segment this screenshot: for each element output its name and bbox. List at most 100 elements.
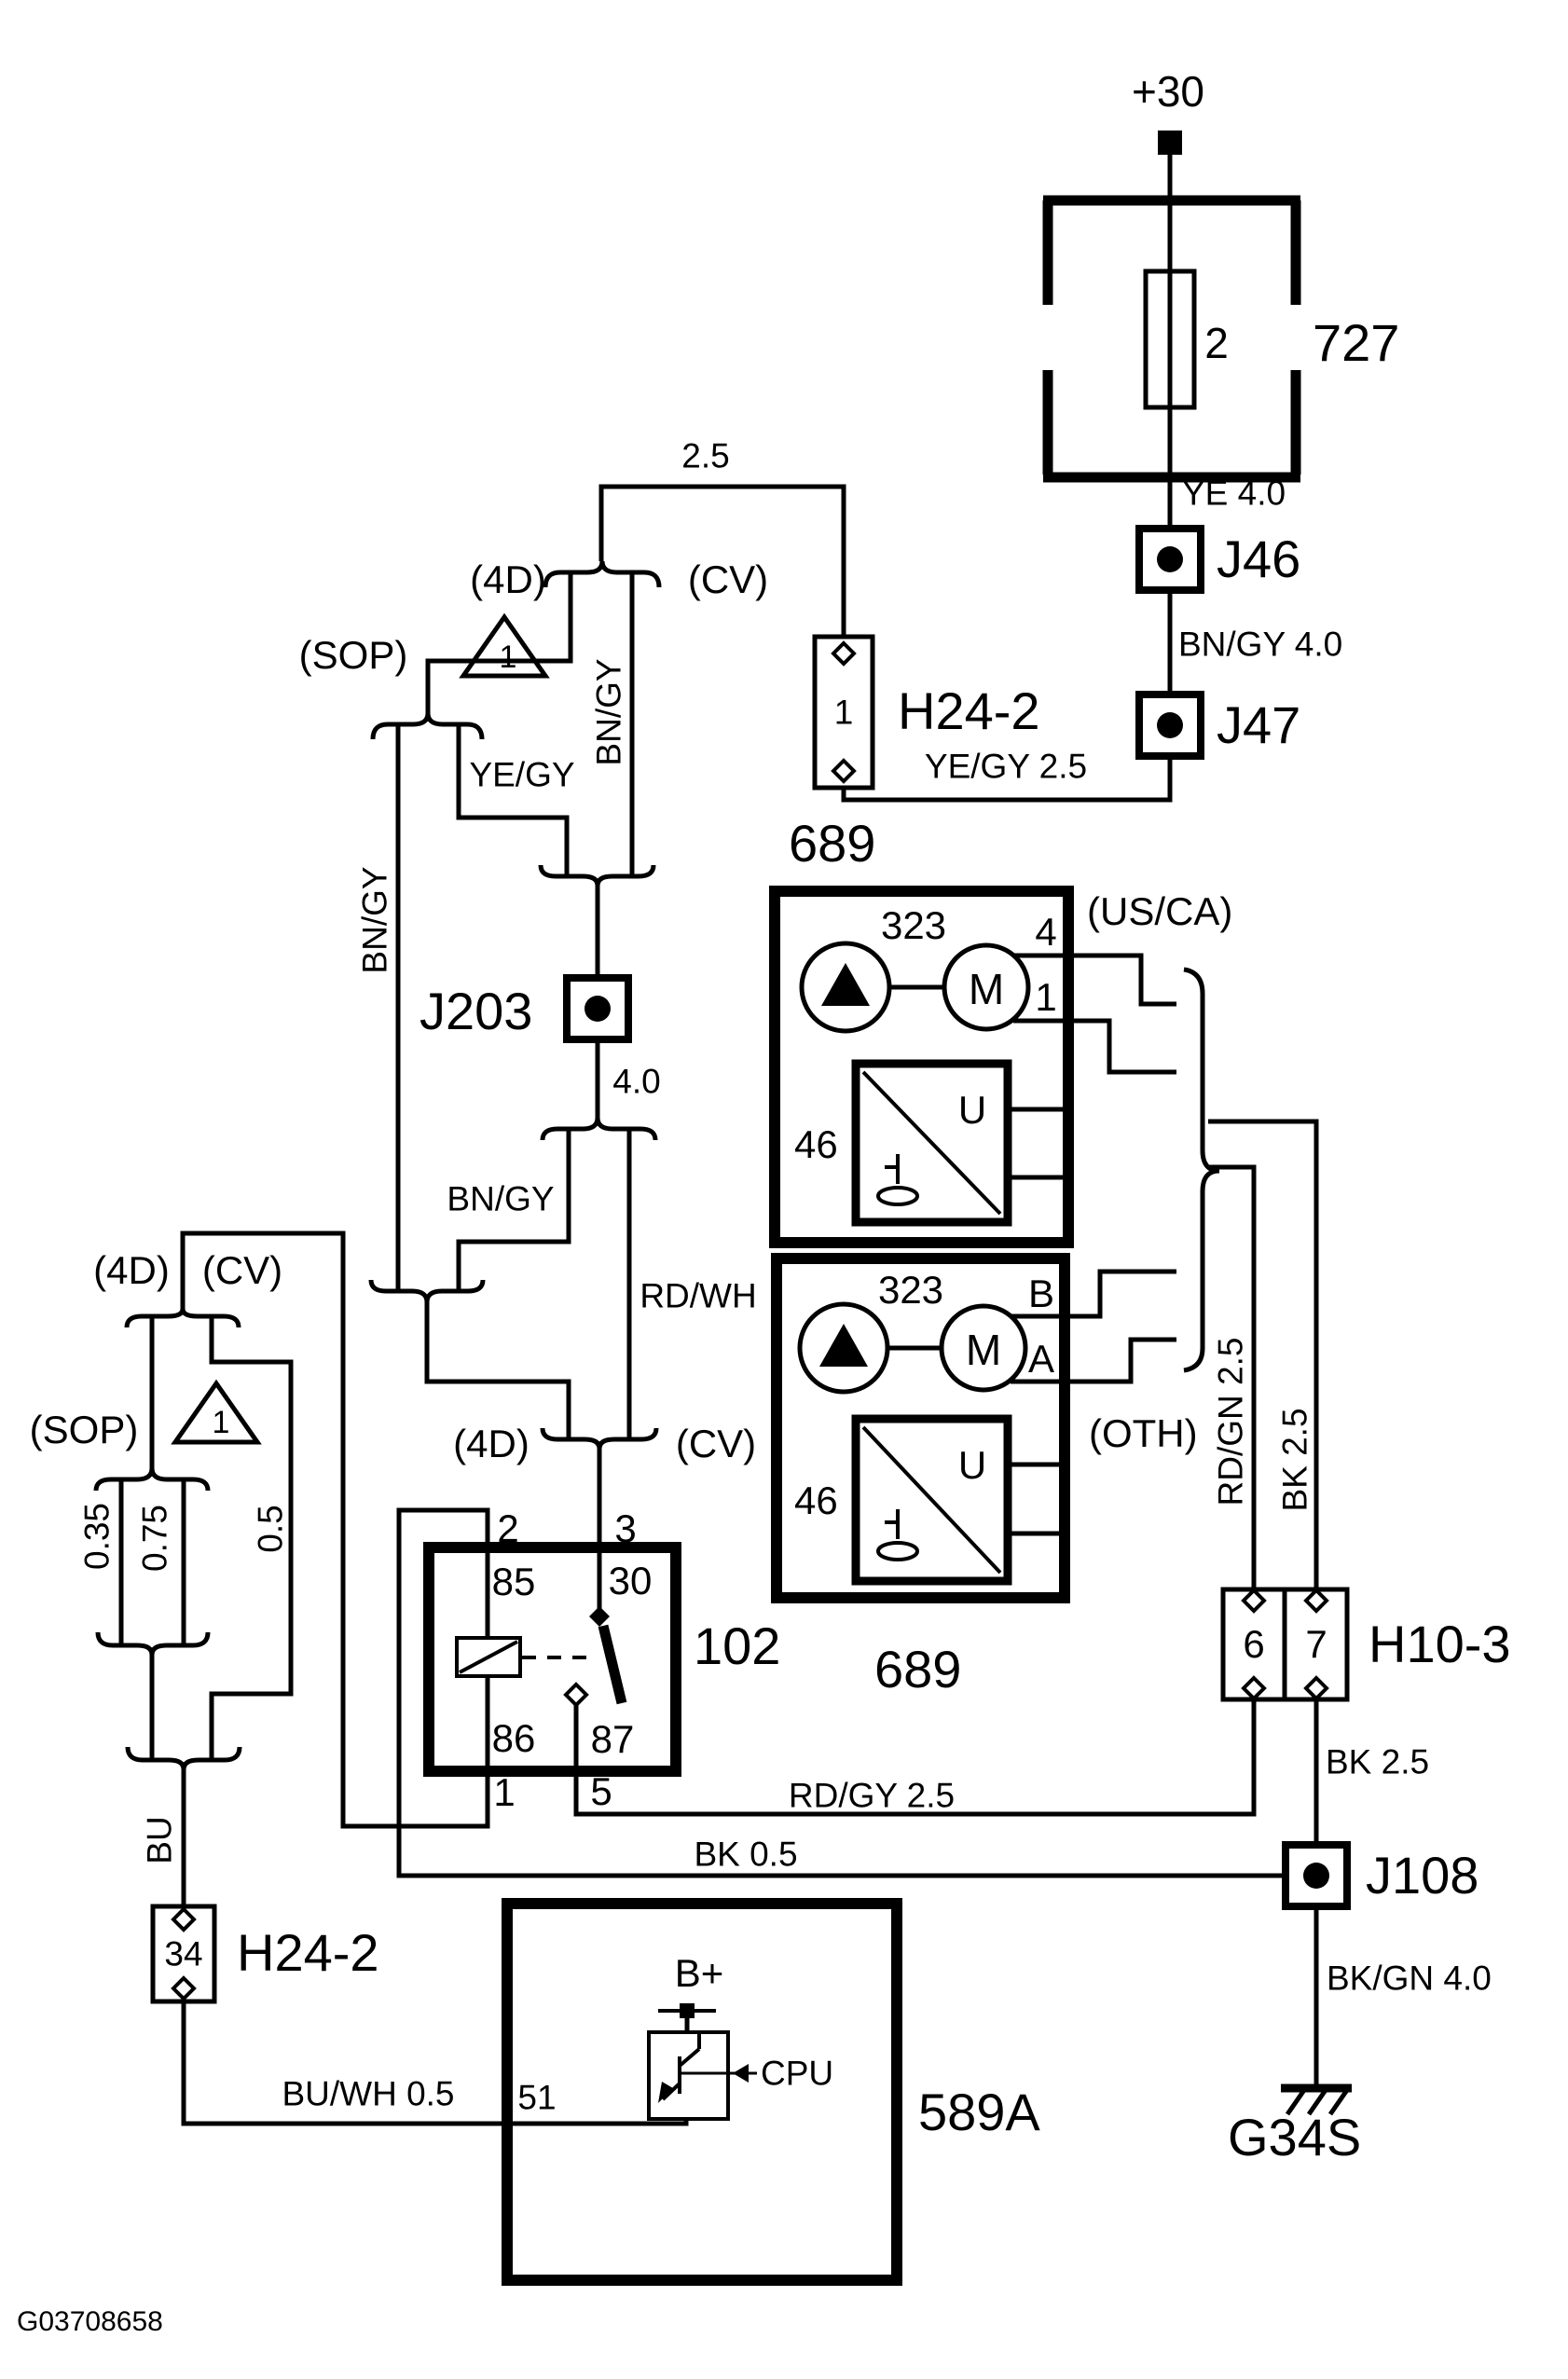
wire-bngy-40: BN/GY 4.0 bbox=[1178, 625, 1343, 664]
wire-bngy-c: BN/GY bbox=[447, 1179, 555, 1218]
wire-buwh-05: BU/WH 0.5 bbox=[282, 2074, 455, 2113]
pump-symbol bbox=[797, 1301, 890, 1395]
pump-top-pin4: 4 bbox=[1035, 910, 1057, 954]
variant-4d-left: (4D) bbox=[93, 1248, 170, 1292]
wire-bngy-a: BN/GY bbox=[589, 658, 628, 766]
ecu-589a bbox=[502, 1898, 902, 2286]
ecu-bplus-label: B+ bbox=[674, 1951, 724, 1995]
connector-h10-3-label: H10-3 bbox=[1369, 1615, 1511, 1673]
triangle-note-left-number: 1 bbox=[212, 1405, 230, 1440]
variant-usca: (US/CA) bbox=[1087, 889, 1233, 933]
wire-bngy-b: BN/GY bbox=[355, 866, 394, 974]
motor-symbol bbox=[939, 1303, 1028, 1393]
wire-bk-25-lower: BK 2.5 bbox=[1326, 1742, 1430, 1781]
relay-30: 30 bbox=[608, 1559, 653, 1602]
driver-stage-box bbox=[647, 2030, 730, 2121]
wire-bu: BU bbox=[140, 1816, 179, 1864]
wire-rdwh: RD/WH bbox=[640, 1276, 757, 1315]
joint-j108 bbox=[1282, 1841, 1351, 1910]
wire-bkgn-40: BK/GN 4.0 bbox=[1327, 1959, 1492, 1998]
joint-j46 bbox=[1135, 525, 1204, 594]
fuse-2-label: 2 bbox=[1204, 319, 1229, 367]
fuel-pump-unit-bottom bbox=[771, 1253, 1070, 1603]
relay-85: 85 bbox=[491, 1560, 536, 1603]
connector-h24-2-top bbox=[812, 634, 875, 791]
variant-4d-top: (4D) bbox=[470, 557, 546, 601]
h24-2-bottom-pin: 34 bbox=[164, 1934, 203, 1973]
float-symbol bbox=[876, 1154, 919, 1206]
ecu-589a-label: 589A bbox=[918, 2083, 1040, 2141]
variant-4d-mid: (4D) bbox=[453, 1422, 530, 1465]
wire-rdgy-25: RD/GY 2.5 bbox=[788, 1776, 956, 1815]
relay-pin3: 3 bbox=[614, 1506, 637, 1550]
wire-rdgn-25: RD/GN 2.5 bbox=[1211, 1337, 1250, 1506]
wire-yegy: YE/GY bbox=[469, 755, 575, 794]
relay-86: 86 bbox=[491, 1716, 536, 1760]
cpu-arrow-icon bbox=[733, 2064, 749, 2083]
variant-cv-left: (CV) bbox=[201, 1248, 283, 1292]
connector-h24-2-top-label: H24-2 bbox=[898, 681, 1040, 740]
relay-switch-arm bbox=[598, 1624, 627, 1705]
ground-symbol bbox=[1281, 2083, 1352, 2116]
joint-squares bbox=[563, 525, 1351, 1910]
level-sender-box bbox=[851, 1059, 1012, 1227]
variant-cv-top: (CV) bbox=[687, 557, 769, 601]
variant-braces bbox=[93, 560, 1220, 1770]
pump-bottom-motor: M bbox=[965, 1326, 1002, 1374]
connector-h24-2-bottom bbox=[150, 1904, 217, 2004]
relay-pin2: 2 bbox=[497, 1506, 519, 1550]
relay-102-label: 102 bbox=[694, 1616, 781, 1675]
connector-h24-2-bottom-label: H24-2 bbox=[237, 1923, 379, 1982]
joint-j203-label: J203 bbox=[420, 982, 533, 1040]
variant-triangles bbox=[171, 612, 550, 1445]
pump-symbol bbox=[799, 941, 892, 1034]
h24-2-top-pin: 1 bbox=[833, 693, 854, 732]
relay-pin5: 5 bbox=[590, 1769, 612, 1813]
relay-pin1: 1 bbox=[493, 1770, 516, 1814]
motor-symbol bbox=[942, 942, 1031, 1032]
fusebox-727-outline bbox=[1042, 195, 1301, 483]
pump-top-motor: M bbox=[968, 965, 1005, 1013]
ecu-pin51: 51 bbox=[517, 2078, 557, 2117]
fuse-symbol bbox=[1143, 268, 1197, 410]
terminal-plus30 bbox=[1158, 131, 1182, 155]
pump-bottom-pinB: B bbox=[1027, 1272, 1055, 1315]
ground-g34s-label: G34S bbox=[1228, 2108, 1362, 2166]
triangle-note-left bbox=[171, 1379, 262, 1445]
pump-top-u: U bbox=[957, 1088, 987, 1132]
level-sender-box bbox=[851, 1414, 1012, 1586]
wires bbox=[118, 155, 1319, 2126]
document-id: G03708658 bbox=[17, 2306, 163, 2337]
relay-no-contact bbox=[563, 1682, 589, 1708]
joint-j108-label: J108 bbox=[1366, 1846, 1479, 1905]
wire-ye-40: YE 4.0 bbox=[1182, 474, 1286, 513]
joint-j46-label: J46 bbox=[1217, 529, 1301, 588]
wire-yegy-25: YE/GY 2.5 bbox=[924, 747, 1088, 786]
connector-h10-3 bbox=[1220, 1587, 1350, 1702]
pump-top-323: 323 bbox=[880, 903, 947, 947]
pump-bottom-u: U bbox=[957, 1443, 987, 1487]
wire-035: 0.35 bbox=[77, 1502, 117, 1571]
wire-25: 2.5 bbox=[681, 436, 730, 475]
joint-j203 bbox=[563, 974, 632, 1043]
h10-3-pin7: 7 bbox=[1305, 1622, 1327, 1666]
pump-bottom-pinA: A bbox=[1027, 1337, 1055, 1381]
pump-top-46: 46 bbox=[794, 1122, 838, 1166]
triangle-note-top-number: 1 bbox=[499, 639, 517, 675]
wire-075: 0.75 bbox=[135, 1504, 174, 1573]
ecu-cpu-label: CPU bbox=[761, 2054, 834, 2093]
relay-102 bbox=[423, 1542, 681, 1777]
variant-oth: (OTH) bbox=[1089, 1411, 1198, 1455]
joint-j47 bbox=[1135, 691, 1204, 760]
variant-sop-top: (SOP) bbox=[298, 633, 408, 677]
relay-87: 87 bbox=[590, 1717, 635, 1761]
wire-40: 4.0 bbox=[612, 1062, 661, 1101]
h10-3-pin6: 6 bbox=[1243, 1622, 1265, 1666]
relay-coil bbox=[455, 1636, 522, 1678]
pump-top-pin1: 1 bbox=[1035, 975, 1057, 1019]
pump-bottom-689-label: 689 bbox=[874, 1640, 962, 1698]
float-symbol bbox=[876, 1509, 919, 1561]
fusebox-727-label: 727 bbox=[1313, 313, 1400, 372]
